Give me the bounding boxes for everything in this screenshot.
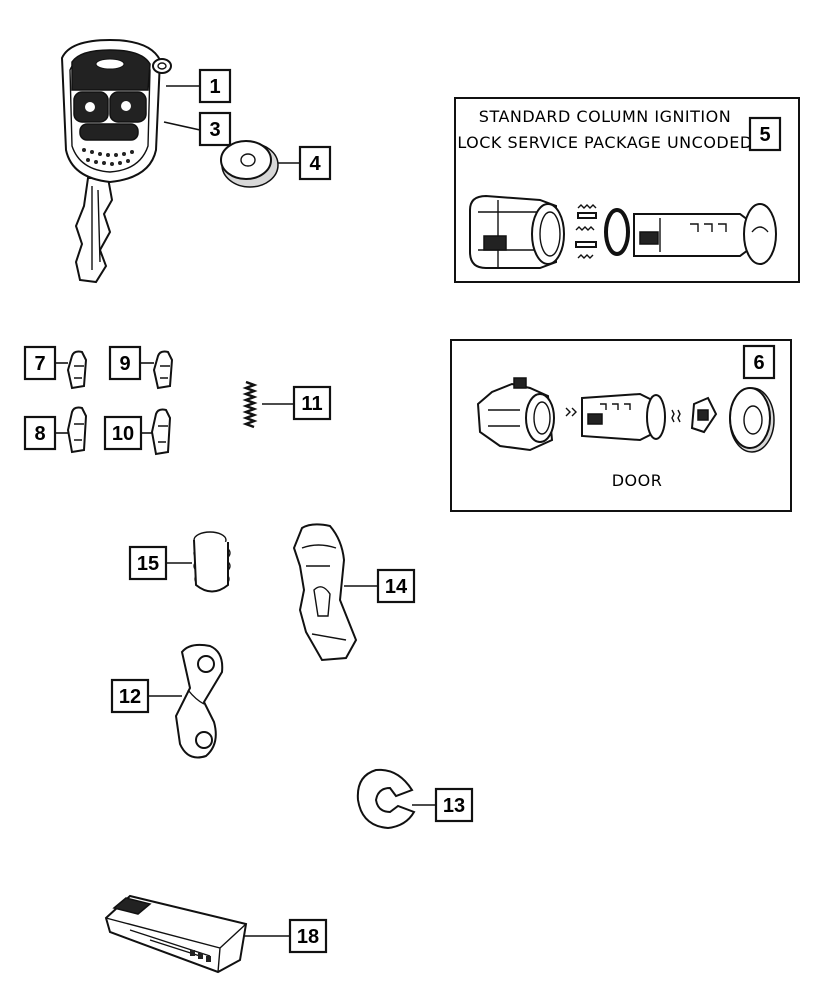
callout-12-box [110, 678, 150, 714]
callout-8-label: 8 [34, 423, 45, 445]
tumbler-7-part [66, 350, 88, 390]
tumbler-8-part [66, 406, 88, 454]
callout-6-label: 6 [753, 352, 764, 374]
tumbler-9-part [152, 350, 174, 390]
door-lock-cylinder-part [476, 377, 775, 453]
callout-7-box [23, 345, 57, 381]
callout-5-box [748, 116, 782, 152]
e-clip-part [356, 768, 416, 830]
ignition-package-title-line2: LOCK SERVICE PACKAGE UNCODED [457, 133, 752, 152]
callout-6-box [742, 344, 776, 380]
callout-4-label: 4 [309, 153, 321, 175]
callout-1-label: 1 [209, 76, 220, 98]
callout-3-box [198, 111, 232, 147]
callout-10-label: 10 [112, 423, 134, 445]
callout-8-box [23, 415, 57, 451]
callout-7-label: 7 [34, 353, 45, 375]
spring-part [242, 380, 258, 429]
tumbler-10-part [150, 408, 172, 456]
callout-11-box [292, 385, 332, 421]
callout-12-label: 12 [119, 686, 141, 708]
door-lock-label: DOOR [612, 471, 663, 490]
ignition-lock-cylinder-part [469, 194, 777, 269]
link-plate-part [174, 643, 224, 759]
callout-9-label: 9 [119, 353, 130, 375]
electronic-module-part [104, 894, 248, 974]
callout-14-label: 14 [385, 576, 408, 598]
callout-9-box [108, 345, 142, 381]
key-fob-part [60, 38, 172, 284]
callout-15-label: 15 [137, 553, 159, 575]
washer-part [220, 140, 279, 188]
callout-14-box [376, 568, 416, 604]
lever-part [292, 523, 358, 662]
callout-1-box [198, 68, 232, 104]
callout-15-box [128, 545, 168, 581]
ignition-package-title-line1: STANDARD COLUMN IGNITION [479, 107, 731, 126]
coil-spring-part [193, 531, 231, 593]
callout-5-label: 5 [759, 124, 770, 146]
callout-3-label: 3 [209, 119, 220, 141]
callout-13-box [434, 787, 474, 823]
callout-18-label: 18 [297, 926, 319, 948]
callout-18-box [288, 918, 328, 954]
callout-4-box [298, 145, 332, 181]
callout-11-label: 11 [301, 393, 322, 415]
callout-13-label: 13 [443, 795, 465, 817]
